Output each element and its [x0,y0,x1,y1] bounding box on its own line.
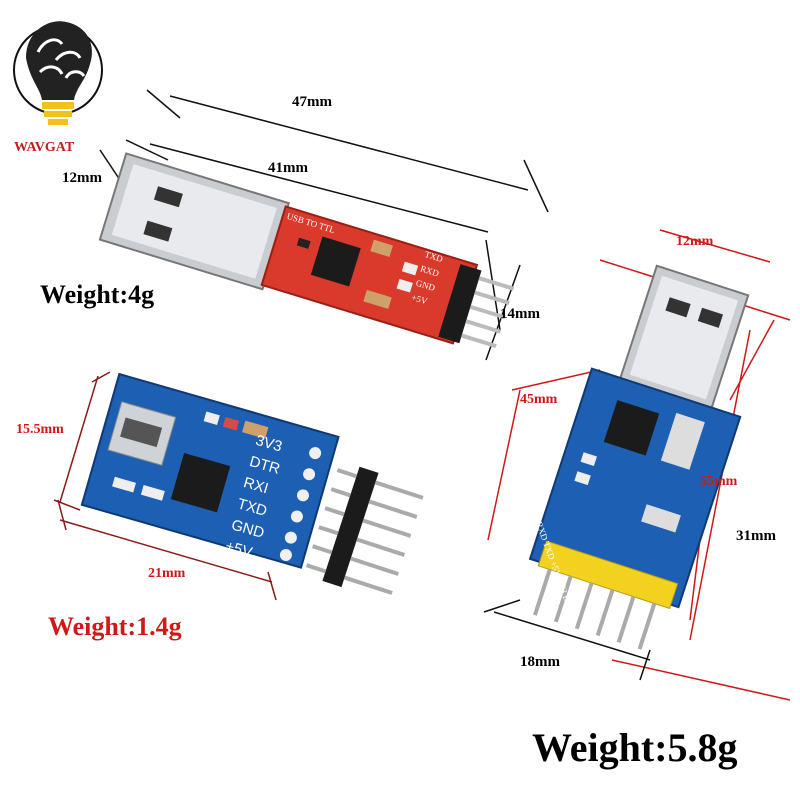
board2-dim-height: 15.5mm [16,422,64,437]
board1-dim-pin-span: 14mm [500,306,540,322]
board3-usb-ttl-blue-6pin [483,229,791,701]
brand-name: WAVGAT [14,140,75,155]
board1-dim-usb-width: 12mm [62,170,102,186]
board3-dim-pin-width: 18mm [520,654,560,670]
board2-dim-width: 21mm [148,566,186,581]
board1-usb-ttl-red [98,89,549,361]
board1-dim-total-length: 47mm [292,94,332,110]
board2-usb-ttl-blue-micro [53,371,424,601]
board3-dim-total: 45mm [520,392,558,407]
board3-dim-usb-width: 12mm [676,234,714,249]
board3-weight: Weight:5.8g [532,725,738,770]
board1-dim-pcb-length: 41mm [268,160,308,176]
board2-weight: Weight:1.4g [48,612,182,641]
board3-dim-pcb: 31mm [736,528,776,544]
brain-lightbulb-icon [13,21,103,125]
board3-dim-outer: 55mm [700,474,738,489]
board1-weight: Weight:4g [40,280,155,309]
